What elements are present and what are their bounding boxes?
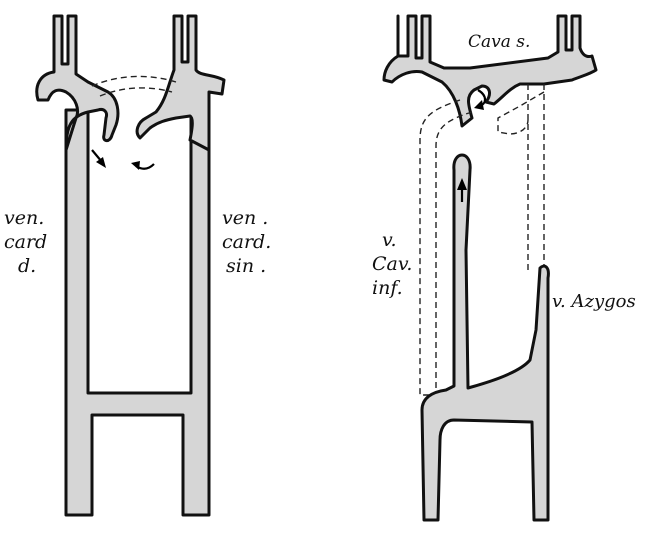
label-cava-superior: Cava s. bbox=[468, 30, 530, 54]
left-dashed-anastomosis bbox=[92, 76, 176, 86]
right-figure bbox=[384, 16, 596, 520]
label-ven-card-d: ven. card d. bbox=[4, 206, 47, 278]
right-dashed-azygos-connection bbox=[528, 84, 544, 270]
left-lower-vessels bbox=[66, 110, 209, 515]
left-arrow-left-cardinal bbox=[131, 161, 154, 170]
left-figure bbox=[37, 16, 224, 515]
right-inferior-vena-cava bbox=[422, 155, 548, 520]
left-left-cardinal-vein bbox=[137, 16, 224, 150]
right-arrow-sup-cava bbox=[474, 90, 485, 110]
label-ven-card-sin: ven . card. sin . bbox=[222, 206, 271, 278]
label-azygos: v. Azygos bbox=[552, 290, 636, 314]
left-arrow-right-cardinal bbox=[92, 150, 106, 168]
right-dashed-hook bbox=[498, 92, 544, 134]
label-cava-inferior: v. Cav. inf. bbox=[372, 228, 412, 300]
